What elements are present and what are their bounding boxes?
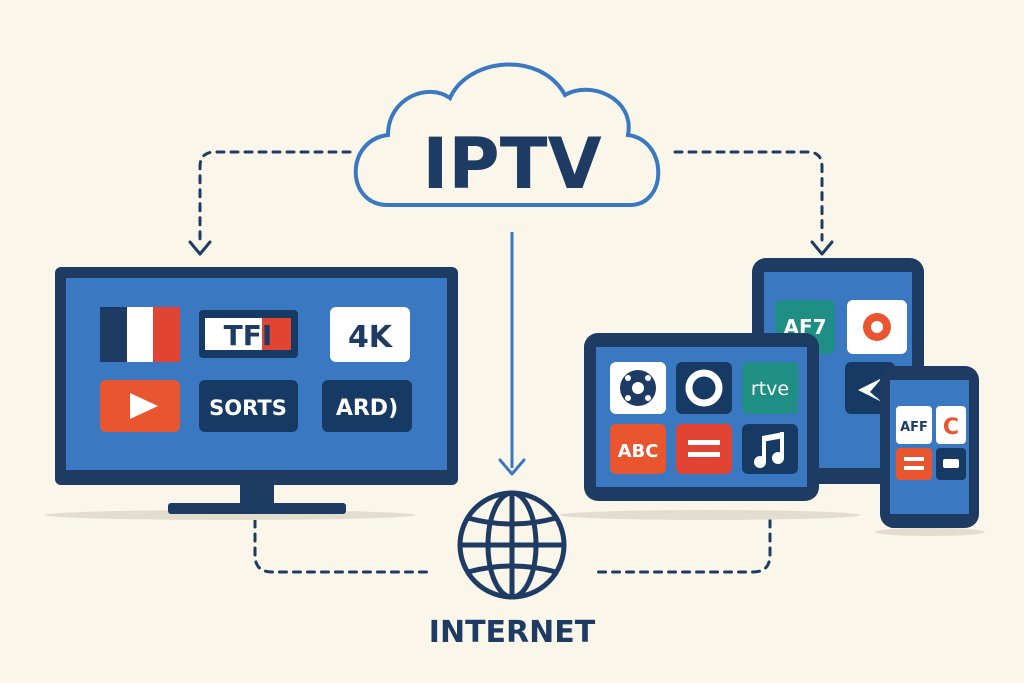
tv-tile-play[interactable] xyxy=(100,380,180,432)
tv-tile-sorts[interactable]: SORTS xyxy=(199,380,298,432)
phone-tile-aff[interactable]: AFF xyxy=(896,406,932,444)
cloud-shape xyxy=(353,62,661,207)
tv-device: TFI 4K SORTS ARD) xyxy=(45,267,458,520)
tablet-front-tile-ring[interactable] xyxy=(676,362,732,414)
ring-icon xyxy=(685,369,723,407)
connector-devices-to-internet xyxy=(595,518,772,574)
equals-icon xyxy=(688,440,720,457)
tablet-front-tile-rtve-label: rtve xyxy=(751,378,789,400)
tablet-front-device: rtve ABC xyxy=(560,333,860,520)
play-icon xyxy=(130,393,158,419)
phone-tile-equals[interactable] xyxy=(896,448,932,480)
phone-tile-aff-label: AFF xyxy=(900,420,928,435)
tablet-front-tile-abc-label: ABC xyxy=(618,441,659,462)
tv-tile-4k[interactable]: 4K xyxy=(330,307,410,362)
tablet-front-tile-equals[interactable] xyxy=(676,424,732,474)
tv-tile-tf1[interactable]: TFI xyxy=(199,310,298,358)
tablet-back-tile-heart[interactable] xyxy=(847,300,907,354)
connector-cloud-to-tv xyxy=(198,150,352,242)
music-note-icon xyxy=(754,432,784,468)
tv-tile-french-flag[interactable] xyxy=(100,307,180,362)
tablet-front-tile-soccer[interactable] xyxy=(610,362,666,414)
tv-tile-sorts-label: SORTS xyxy=(209,396,287,420)
arrowhead-tv xyxy=(188,240,212,256)
tablet-front-tile-abc[interactable]: ABC xyxy=(610,424,666,474)
tf1-logo-icon: TFI xyxy=(224,319,273,352)
phone-tile-minus[interactable] xyxy=(936,448,966,480)
tv-tile-ard[interactable]: ARD) xyxy=(322,380,412,432)
phone-tile-c-label: C xyxy=(943,415,959,440)
phone-device: AFF C xyxy=(875,366,985,536)
internet-label: INTERNET xyxy=(429,615,596,650)
cloud-title: IPTV xyxy=(422,123,601,205)
tablet-front-tile-rtve[interactable]: rtve xyxy=(742,362,798,414)
minus-icon xyxy=(943,459,959,468)
phone-tile-c[interactable]: C xyxy=(936,406,966,444)
arrowhead-internet xyxy=(498,458,526,476)
tv-tile-4k-label: 4K xyxy=(348,320,394,355)
globe-icon xyxy=(457,490,567,600)
tablet-front-tile-music[interactable] xyxy=(742,424,798,474)
tv-tile-ard-label: ARD) xyxy=(336,396,398,421)
connector-tv-to-internet xyxy=(253,518,432,574)
equals-icon xyxy=(904,457,924,470)
connector-cloud-to-devices xyxy=(673,150,824,242)
arrowhead-devices xyxy=(810,240,834,256)
